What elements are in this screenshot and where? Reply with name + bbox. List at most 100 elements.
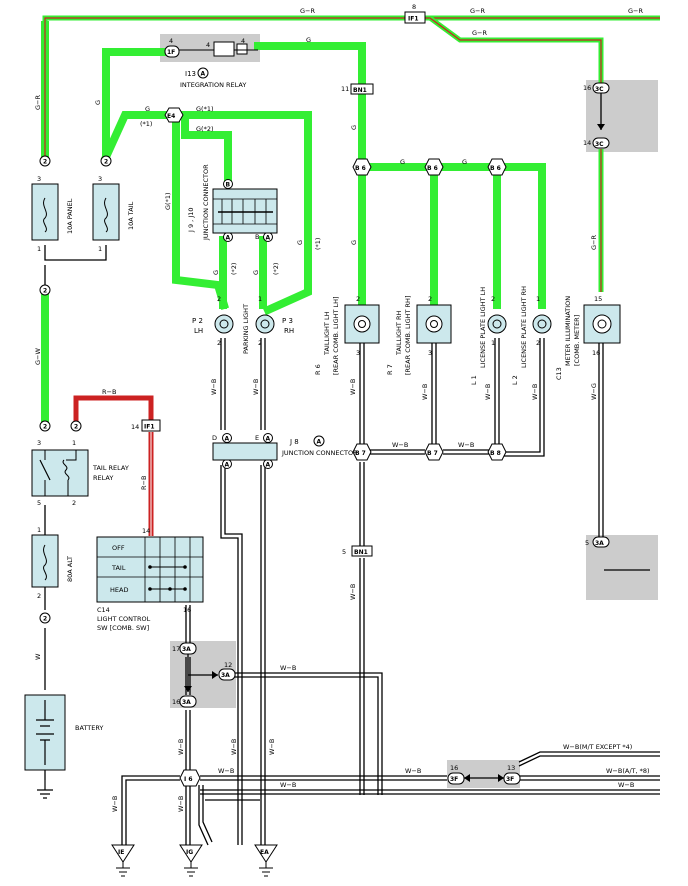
wl-g-8: G bbox=[350, 240, 358, 245]
meter-name: METER ILLUMINATION bbox=[564, 296, 572, 366]
pin-a-j8-2: A bbox=[266, 436, 271, 443]
wl-g-2: G bbox=[94, 100, 102, 105]
junction-pins: B A A A A A A bbox=[222, 179, 273, 469]
pin-a-j8-1: A bbox=[225, 436, 230, 443]
wire-labels: G−R G−R G−R G−R G−R G−R G G G G(*1) G(*2… bbox=[34, 7, 650, 812]
pin-1f: 1 bbox=[72, 439, 76, 447]
wl-wb-4: W−B bbox=[421, 384, 429, 400]
pin-2f: 2 bbox=[258, 339, 262, 347]
pin-2h: 2 bbox=[72, 499, 76, 507]
pin-12: 12 bbox=[224, 661, 232, 669]
pin-16c: 16 bbox=[183, 606, 191, 614]
bn1-lower-label: BN1 bbox=[354, 549, 368, 556]
pin-3b: 3 bbox=[98, 175, 102, 183]
parking-lh-code: P 2 bbox=[192, 317, 203, 325]
wl-wb-14: W−B bbox=[218, 767, 234, 775]
parking-lh-side: LH bbox=[194, 327, 203, 335]
wl-w: W bbox=[34, 653, 42, 660]
integration-relay-circle: A bbox=[201, 71, 206, 78]
pin-16a: 16 bbox=[583, 84, 591, 92]
green-wires bbox=[41, 21, 546, 426]
rb-wire bbox=[73, 395, 154, 536]
wl-rb-1: R−B bbox=[102, 388, 116, 396]
integration-relay-name: INTEGRATION RELAY bbox=[180, 81, 246, 89]
pin-1e: 1 bbox=[491, 339, 495, 347]
wl-g-7: G bbox=[296, 240, 304, 245]
wl-wb-8: W−B bbox=[458, 441, 474, 449]
pin-16d: 16 bbox=[172, 698, 180, 706]
wl-wb-12: W−B bbox=[230, 739, 238, 755]
pin-1a: 1 bbox=[37, 245, 41, 253]
taillight-lh-code: R 6 bbox=[314, 364, 322, 375]
pin-15: 15 bbox=[594, 295, 602, 303]
pin-b-jc: B bbox=[255, 233, 259, 241]
parking-rh-side: RH bbox=[284, 327, 294, 335]
wl-wb-17: W−B bbox=[618, 781, 634, 789]
wl-wb-1: W−B bbox=[210, 379, 218, 395]
wl-g1-2: G(*1) bbox=[164, 193, 172, 211]
fuse-alt-name: 80A ALT bbox=[66, 556, 74, 582]
battery: BATTERY bbox=[24, 694, 103, 799]
wl-wb-11: W−B bbox=[177, 739, 185, 755]
taillight-rh-sub: [REAR COMB. LIGHT RH] bbox=[404, 296, 412, 375]
wl-gr-2: G−R bbox=[470, 7, 485, 15]
pin-2i: 2 bbox=[37, 592, 41, 600]
meter-sub: [COMB. METER] bbox=[573, 315, 581, 366]
wl-g-9: G bbox=[212, 270, 220, 275]
wl-star2-2: (*2) bbox=[272, 263, 280, 275]
pin-a-jc2: A bbox=[266, 235, 271, 242]
wl-gr-6: G−R bbox=[590, 235, 598, 250]
pin-13: 13 bbox=[507, 764, 515, 772]
conn-2-battery: 2 bbox=[43, 616, 47, 623]
3a-label-2: 3A bbox=[221, 672, 230, 679]
1f-label: 1F bbox=[167, 49, 175, 56]
switch-sub: SW [COMB. SW] bbox=[97, 624, 149, 632]
pin-2g: 2 bbox=[536, 339, 540, 347]
junction-connector-top: J 9 , J10 JUNCTION CONNECTOR bbox=[187, 164, 278, 241]
wl-wb-2: W−B bbox=[252, 379, 260, 395]
wl-g-6: G bbox=[462, 158, 467, 166]
conn-2-relay-2: 2 bbox=[74, 424, 78, 431]
fuse-panel-name: 10A PANEL bbox=[66, 198, 74, 234]
3f-label-2: 3F bbox=[506, 776, 514, 783]
wl-wb-13: W−B bbox=[268, 739, 276, 755]
wl-wb-7: W−B bbox=[392, 441, 408, 449]
junction-mid-name: JUNCTION CONNECTOR bbox=[281, 449, 358, 457]
fuse-alt: 80A ALT bbox=[31, 534, 74, 588]
grounds: IE IG EA bbox=[111, 844, 278, 877]
i6-label: I 6 bbox=[184, 776, 193, 783]
wl-g-1: G bbox=[306, 36, 311, 44]
e4-label: E4 bbox=[167, 113, 175, 120]
wl-star1-1: (*1) bbox=[140, 120, 152, 128]
pin-16b: 16 bbox=[592, 349, 600, 357]
switch-code: C14 bbox=[97, 606, 110, 614]
wl-wb-16: W−B bbox=[280, 781, 296, 789]
wl-wg: W−G bbox=[590, 383, 598, 400]
wl-g-4: G bbox=[350, 125, 358, 130]
light-control-switch: OFF TAIL HEAD C14 LIGHT CONTROL SW [COMB… bbox=[96, 536, 204, 632]
pin-2c: 2 bbox=[428, 295, 432, 303]
wl-gr-5: G−R bbox=[34, 95, 42, 110]
junction-connector-mid: A J 8 JUNCTION CONNECTOR bbox=[212, 435, 358, 461]
conn-2-relay-1: 2 bbox=[43, 424, 47, 431]
pin-e: E bbox=[255, 434, 259, 442]
taillight-rh-code: R 7 bbox=[386, 364, 394, 375]
pin-2e: 2 bbox=[217, 339, 221, 347]
wl-wb-15: W−B bbox=[405, 767, 421, 775]
wl-wb-6: W−B bbox=[531, 384, 539, 400]
pin-3d: 3 bbox=[428, 349, 432, 357]
wl-wb-19: W−B bbox=[177, 796, 185, 812]
pin-a-j8-3: A bbox=[225, 462, 230, 469]
rear-lights: R 6 TAILLIGHT LH [REAR COMB. LIGHT LH] R… bbox=[314, 286, 621, 385]
fuse-tail-name: 10A TAIL bbox=[127, 201, 135, 230]
taillight-lh-sub: [REAR COMB. LIGHT LH] bbox=[332, 296, 340, 375]
wl-gw: G−W bbox=[34, 348, 42, 365]
pin-4a: 4 bbox=[169, 37, 173, 45]
3a-label-3: 3A bbox=[182, 699, 191, 706]
wl-g-5: G bbox=[400, 158, 405, 166]
pin-2d: 2 bbox=[491, 295, 495, 303]
pin-d: D bbox=[212, 434, 217, 442]
b8-label: B 8 bbox=[490, 450, 501, 457]
pin-1c: 1 bbox=[258, 295, 262, 303]
pin-4c: 4 bbox=[241, 37, 245, 45]
